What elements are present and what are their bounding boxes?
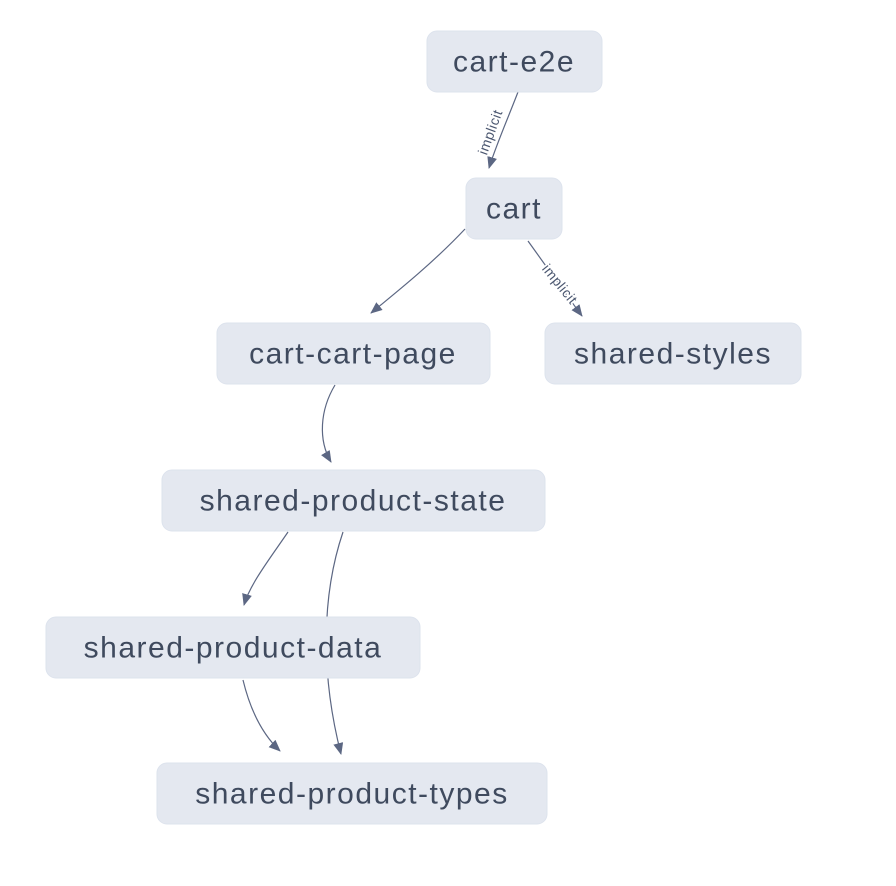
edge-cart-to-cart-cart-page: [370, 228, 466, 314]
node-shared-product-types-box: [156, 762, 548, 825]
node-shared-product-data[interactable]: shared-product-data: [45, 616, 421, 679]
node-cart-box: [465, 177, 563, 240]
node-shared-styles[interactable]: shared-styles: [544, 322, 802, 385]
node-shared-product-data-label: shared-product-data: [84, 632, 383, 665]
node-cart-label: cart: [486, 193, 542, 226]
node-shared-product-types-label: shared-product-types: [195, 778, 508, 811]
node-cart-cart-page-label: cart-cart-page: [249, 338, 457, 371]
node-shared-product-state-box: [161, 469, 546, 532]
node-shared-product-state[interactable]: shared-product-state: [161, 469, 546, 532]
node-cart-e2e-label: cart-e2e: [453, 46, 575, 79]
node-cart[interactable]: cart: [465, 177, 563, 240]
node-cart-e2e[interactable]: cart-e2e: [426, 30, 603, 93]
node-cart-cart-page[interactable]: cart-cart-page: [216, 322, 491, 385]
edge-label-cart-to-shared-styles: implicit: [539, 261, 581, 307]
node-shared-product-data-box: [45, 616, 421, 679]
edge-shared-product-state-to-shared-product-data: [242, 531, 289, 606]
node-shared-product-types[interactable]: shared-product-types: [156, 762, 548, 825]
edge-cart-e2e-to-cart: [487, 91, 519, 169]
node-cart-cart-page-box: [216, 322, 491, 385]
edge-cart-cart-page-to-shared-product-state: [321, 384, 336, 463]
node-shared-styles-box: [544, 322, 802, 385]
nodes-layer: cart-e2e cart cart-cart-page shared-styl…: [45, 30, 802, 825]
edge-shared-product-data-to-shared-product-types: [242, 679, 281, 752]
node-shared-styles-label: shared-styles: [574, 338, 772, 371]
node-shared-product-state-label: shared-product-state: [200, 485, 507, 518]
edge-cart-to-shared-styles: [527, 240, 583, 317]
edge-label-cart-e2e-to-cart: implicit: [474, 107, 505, 156]
node-cart-e2e-box: [426, 30, 603, 93]
